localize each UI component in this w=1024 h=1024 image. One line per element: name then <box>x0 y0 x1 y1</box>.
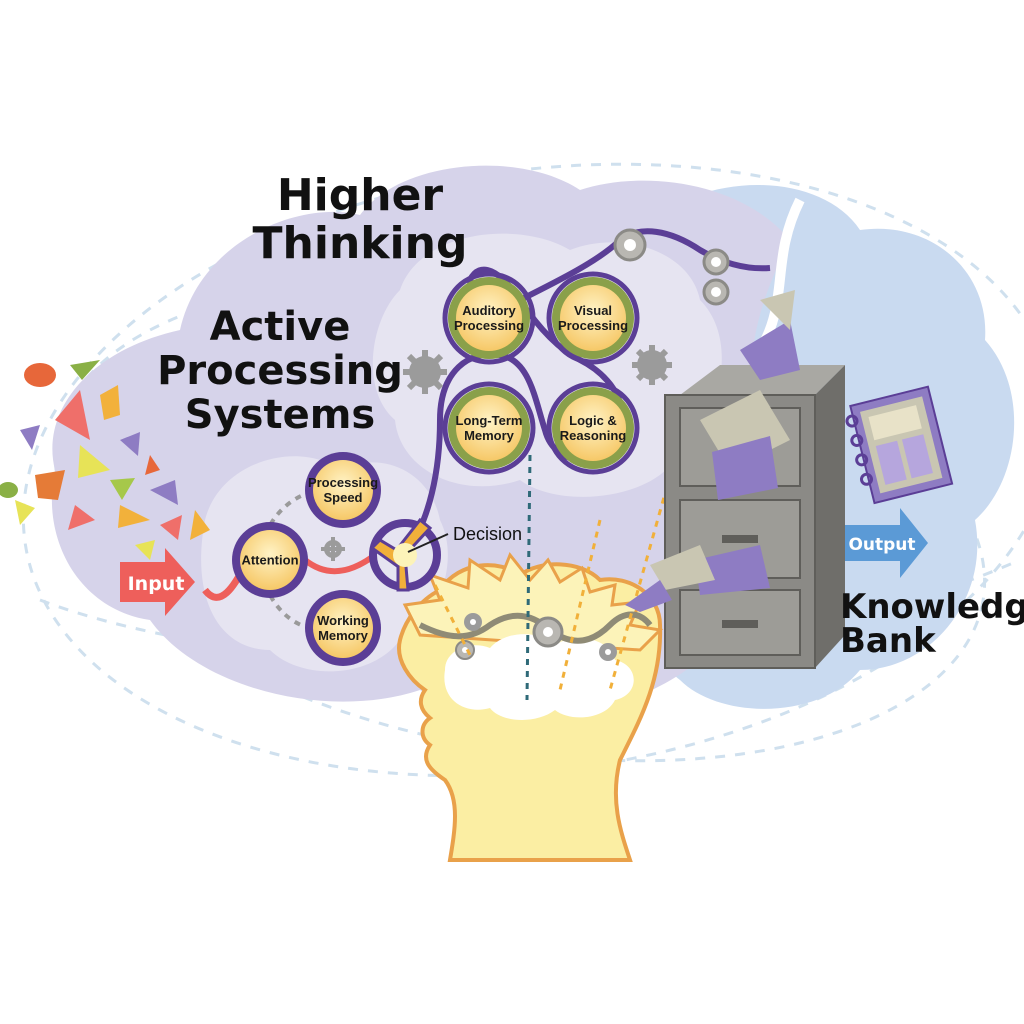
node-label: Memory <box>464 428 515 443</box>
svg-text:Higher: Higher <box>277 170 444 221</box>
gear-icon <box>321 537 345 561</box>
node-label: Attention <box>241 553 298 568</box>
decision-label: Decision <box>453 524 522 544</box>
node-outer-ring <box>546 271 640 365</box>
input-arrow: Input <box>120 548 195 616</box>
node-attention: Attention <box>232 522 308 598</box>
node-label: Working <box>317 613 369 628</box>
gear-icon <box>632 345 672 385</box>
node-fill <box>313 460 373 520</box>
roller-icon <box>613 228 730 306</box>
active-processing-lobe <box>201 456 448 672</box>
node-label: Processing <box>454 318 524 333</box>
decision-flow <box>303 552 377 575</box>
input-label: Input <box>128 573 185 595</box>
node-outer-ring <box>442 381 536 475</box>
node-outer-ring <box>442 271 536 365</box>
svg-text:Bank: Bank <box>840 621 937 661</box>
svg-text:Systems: Systems <box>185 392 375 438</box>
notebook-icon <box>845 385 954 505</box>
node-label: Logic & <box>569 413 617 428</box>
heading-active-processing: Active Processing Systems <box>157 304 403 438</box>
node-label: Visual <box>574 303 612 318</box>
node-outer-ring <box>546 381 640 475</box>
heading-higher-thinking: Higher Thinking <box>253 170 468 269</box>
input-confetti <box>0 360 210 560</box>
node-fill <box>313 598 373 658</box>
node-label: Speed <box>323 490 362 505</box>
gear-icon <box>403 350 447 394</box>
svg-text:Thinking: Thinking <box>253 218 468 269</box>
svg-text:Knowledge: Knowledge <box>840 587 1024 627</box>
node-label: Processing <box>558 318 628 333</box>
node-fill <box>560 285 626 351</box>
node-label: Auditory <box>462 303 516 318</box>
node-fill <box>560 395 626 461</box>
brain-cloud <box>444 634 634 720</box>
beams <box>433 439 682 701</box>
node-label: Long-Term <box>456 413 523 428</box>
node-fill <box>456 285 522 351</box>
node-label: Processing <box>308 475 378 490</box>
node-label: Reasoning <box>560 428 627 443</box>
output-label: Output <box>848 535 915 555</box>
node-fill <box>240 530 300 590</box>
node-label: Memory <box>318 628 369 643</box>
svg-text:Processing: Processing <box>157 348 403 394</box>
heading-knowledge-bank: Knowledge Bank <box>840 587 1024 661</box>
node-logic-reasoning: Logic &Reasoning <box>552 387 634 469</box>
processing-nodes: ProcessingSpeedAttentionWorkingMemoryAud… <box>232 271 640 666</box>
svg-text:Active: Active <box>210 304 351 350</box>
head-gears <box>455 613 617 661</box>
node-fill <box>456 395 522 461</box>
decision-node <box>369 517 449 592</box>
filing-cabinet <box>625 290 845 669</box>
output-arrow: Output <box>845 508 928 578</box>
